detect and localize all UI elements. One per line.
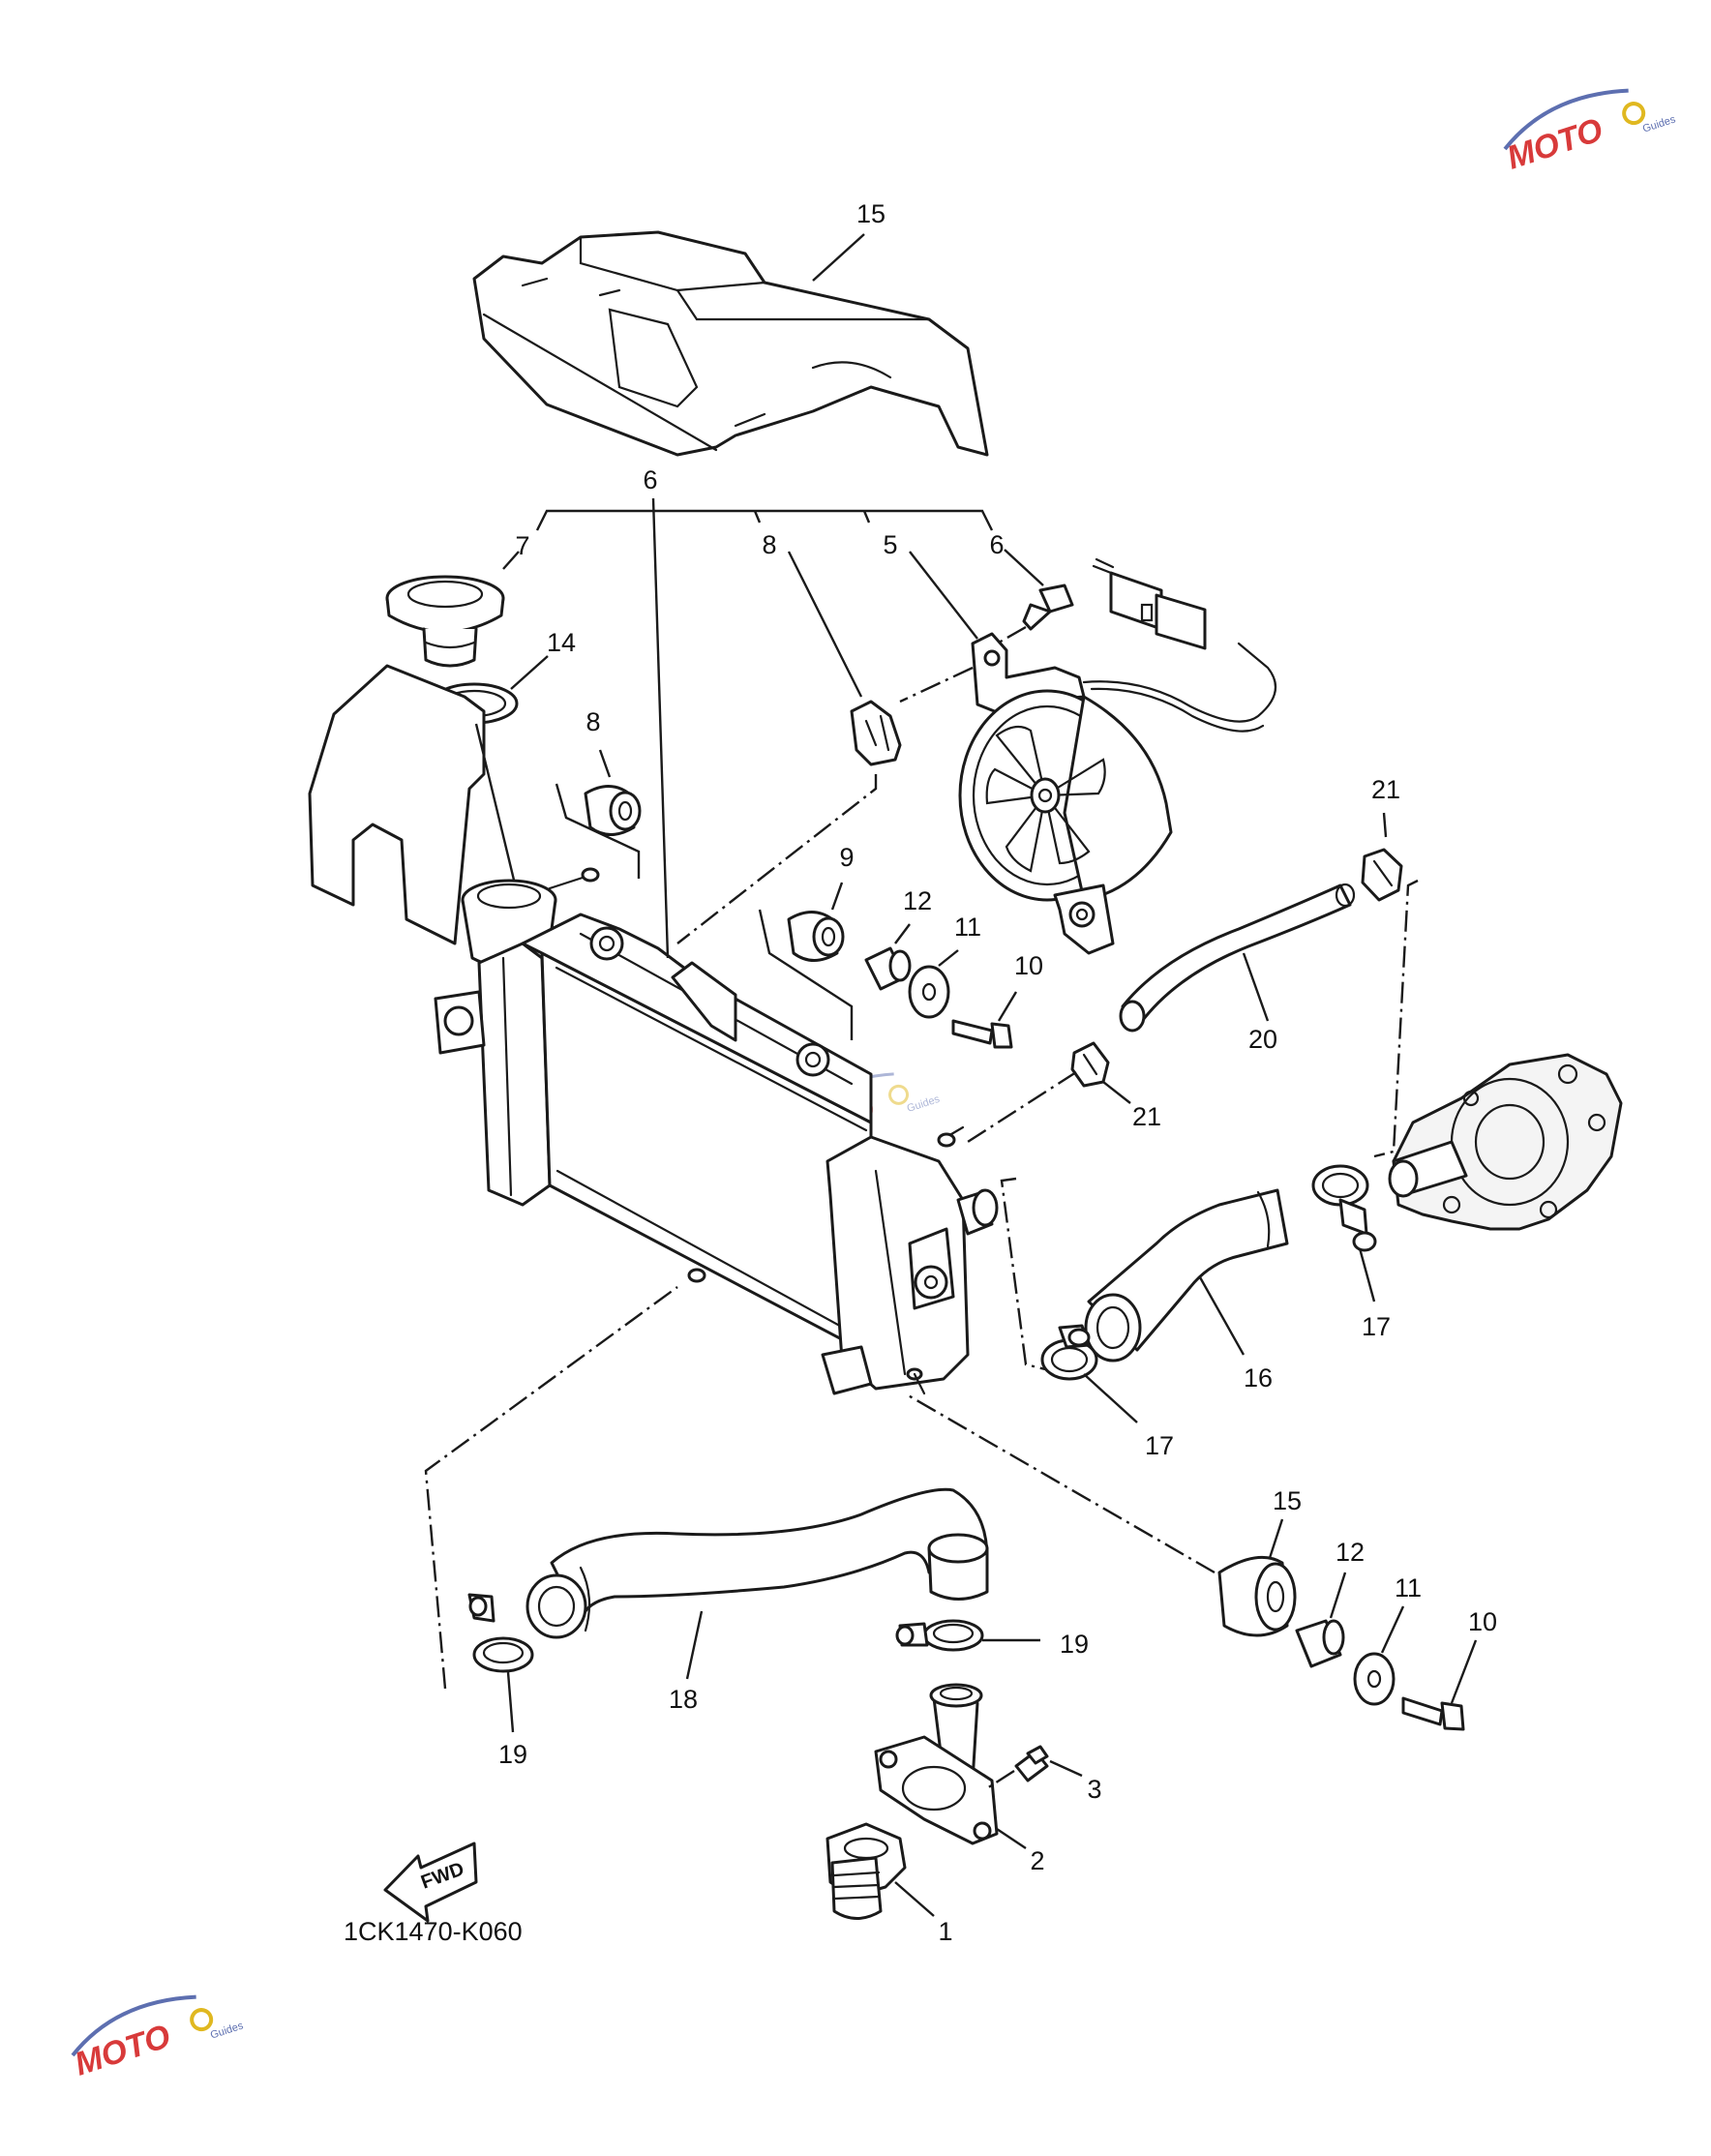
part-9-grommet-lower — [758, 882, 854, 1040]
callout-9-lower: 9 — [839, 843, 854, 872]
callout-4: 6 — [643, 465, 657, 494]
part-16-radiator-hose — [1084, 1188, 1289, 1362]
watermark-bottom-left: MOTO Guides — [71, 1994, 245, 2083]
callout-3: 3 — [1087, 1775, 1101, 1804]
watermark-subtext: Guides — [1641, 113, 1677, 135]
part-21-clip-upper — [1361, 812, 1403, 902]
callout-10-upper: 10 — [1014, 951, 1043, 980]
callout-12-lower: 12 — [1336, 1538, 1365, 1567]
callout-11-upper: 11 — [954, 913, 981, 942]
callout-16: 16 — [1244, 1363, 1273, 1392]
part-18-lower-hose — [525, 1487, 989, 1680]
callout-21-lower: 21 — [1132, 1102, 1161, 1131]
callout-9-upper: 8 — [585, 707, 600, 736]
callout-5: 5 — [883, 530, 897, 559]
part-21-clip-lower — [967, 1041, 1131, 1144]
callout-18: 18 — [669, 1685, 698, 1714]
watermark-top-right: MOTO Guides — [1503, 88, 1677, 177]
part-12-collar-upper — [864, 923, 912, 991]
callout-17-pump: 17 — [1362, 1312, 1391, 1341]
part-10-bolt-lower — [1401, 1639, 1478, 1731]
part-9-grommet-upper — [555, 749, 642, 879]
callout-10-lower: 10 — [1468, 1607, 1497, 1636]
callout-19-radiator: 19 — [498, 1740, 527, 1769]
callout-11-lower: 11 — [1395, 1573, 1422, 1602]
diagram-reference-code: 1CK1470-K060 — [344, 1917, 523, 1946]
part-15-radiator-cover — [472, 230, 989, 457]
callout-14: 14 — [547, 628, 576, 657]
callout-7: 8 — [762, 530, 776, 559]
part-1-thermostat — [825, 1822, 935, 1920]
callout-labels: 15 6 7 8 5 6 14 8 9 12 11 10 21 21 20 17… — [498, 199, 1497, 1946]
part-19-clamp-radiator — [424, 1286, 678, 1733]
callout-2: 2 — [1030, 1846, 1044, 1875]
assembly-bracket-lines — [535, 509, 994, 531]
callout-13: 15 — [1273, 1486, 1302, 1515]
callout-21-upper: 21 — [1371, 775, 1400, 804]
watermark-text: MOTO — [1503, 111, 1607, 176]
part-19-clamp-thermostat — [895, 1619, 1040, 1652]
part-11-washer-upper — [908, 949, 959, 1019]
watermark-text: MOTO — [71, 2018, 175, 2082]
part-12-collar-lower — [1295, 1572, 1347, 1668]
part-4-radiator — [434, 497, 999, 1395]
part-17-clamp-pump — [1311, 1164, 1377, 1303]
callout-15: 15 — [856, 199, 886, 228]
callout-6: 6 — [989, 530, 1004, 559]
part-11-washer-lower — [1353, 1605, 1405, 1706]
part-10-bolt-upper — [951, 991, 1018, 1049]
callout-20: 20 — [1248, 1025, 1277, 1054]
callout-17-radiator: 17 — [1145, 1431, 1174, 1460]
part-17-clamp-radiator — [1000, 1177, 1138, 1423]
filler-neck — [461, 867, 600, 970]
part-20-breather-hose — [1119, 883, 1356, 1033]
radiator-side-plate — [308, 664, 521, 945]
callout-19-thermostat: 19 — [1060, 1630, 1089, 1659]
watermark-subtext: Guides — [209, 2020, 245, 2041]
part-8-radiator-cap — [385, 551, 520, 668]
callout-1: 1 — [938, 1917, 952, 1946]
part-2-thermostat-cover — [874, 1683, 1027, 1849]
watermark-subtext: Guides — [906, 1093, 942, 1115]
part-6-bolt — [991, 549, 1074, 648]
part-3-bolt — [986, 1745, 1083, 1790]
callout-8: 7 — [515, 531, 529, 560]
fwd-direction-arrow: FWD — [383, 1842, 478, 1923]
water-pump-cover — [1373, 879, 1623, 1231]
part-5-fan-assembly — [899, 551, 1277, 955]
part-13-grommet — [904, 1392, 1297, 1637]
callout-12-upper: 12 — [903, 886, 932, 915]
part-7-clamp — [676, 551, 902, 944]
